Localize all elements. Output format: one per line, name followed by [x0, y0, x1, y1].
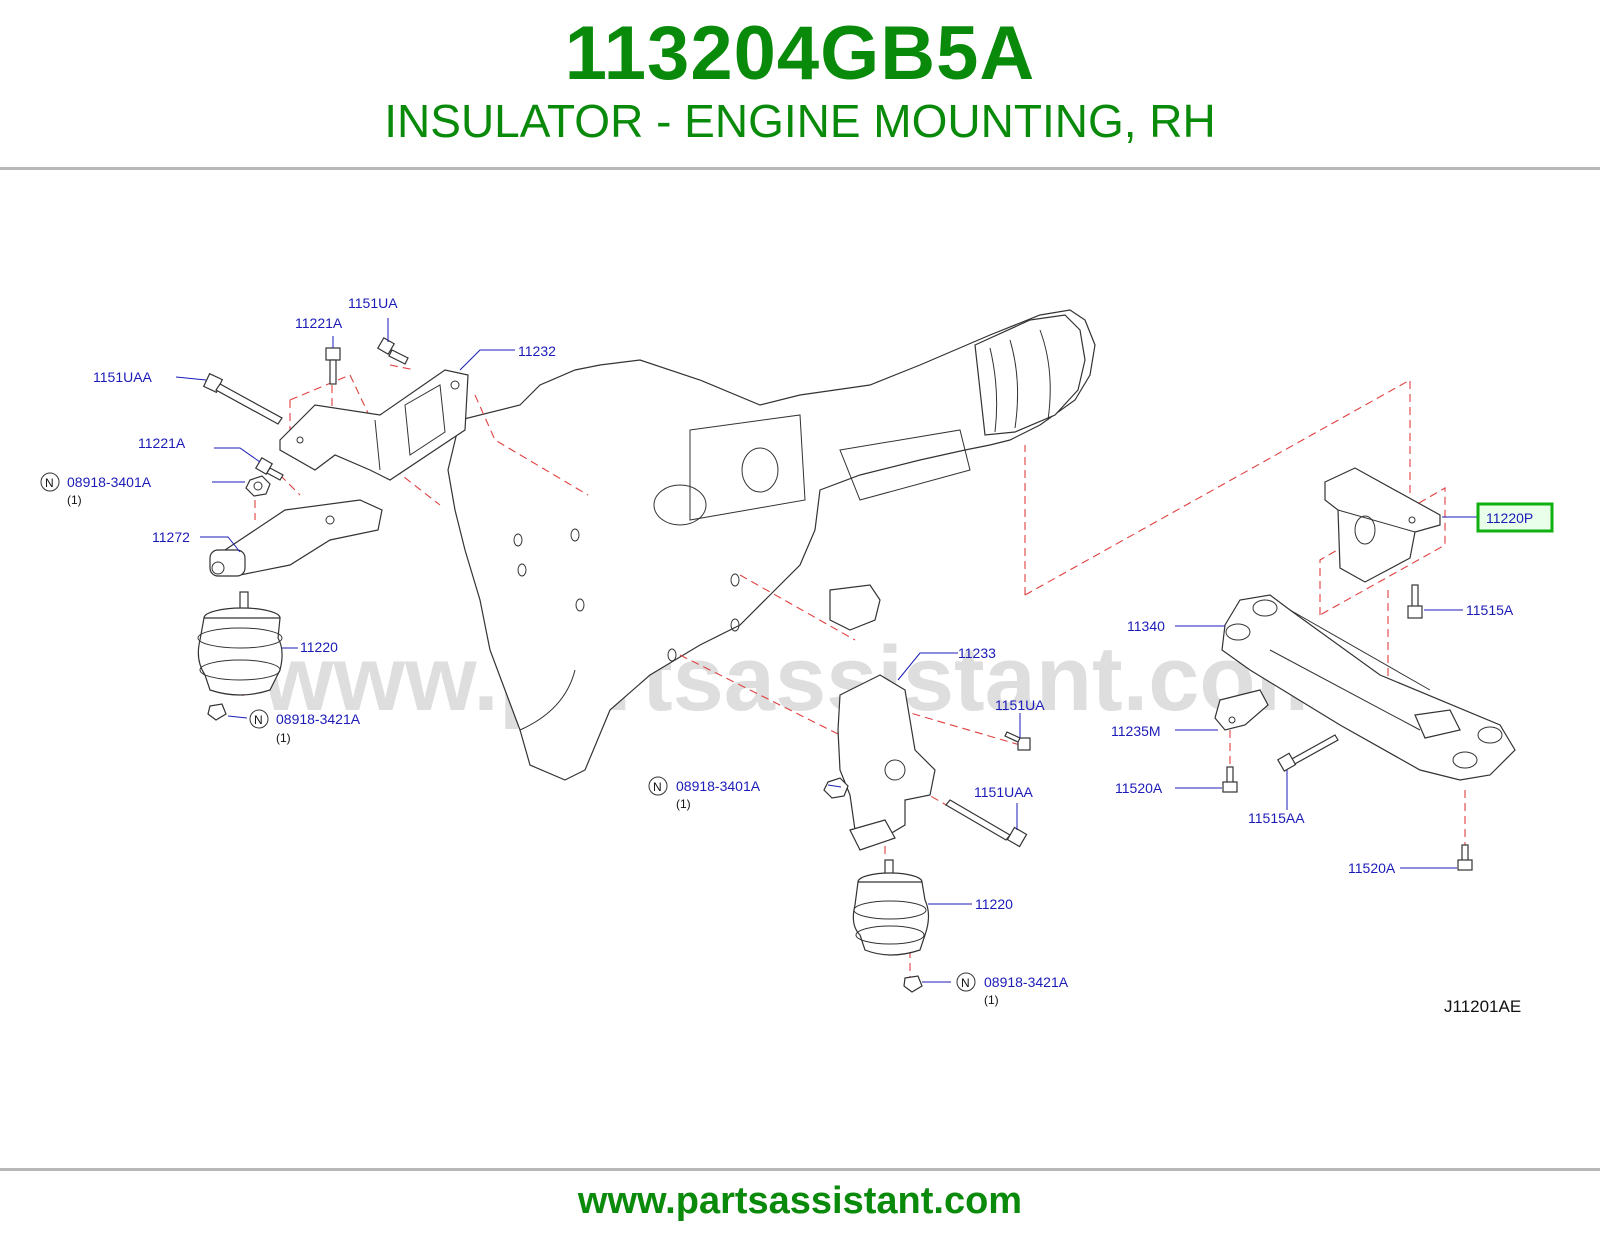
- bracket-11272: [209, 499, 383, 577]
- callout-1151ua-right[interactable]: 1151UA: [995, 697, 1045, 713]
- svg-text:N: N: [254, 713, 263, 727]
- highlighted-part-box[interactable]: [1476, 502, 1554, 533]
- callout-11340[interactable]: 11340: [1127, 618, 1165, 634]
- bolt-11515aa: [1276, 734, 1339, 772]
- nut-08918-3401a-left: [245, 475, 271, 497]
- qty-center-mid: (1): [676, 797, 691, 811]
- n-badge-center-bottom: N: [956, 972, 976, 992]
- callout-11272[interactable]: 11272: [152, 529, 190, 545]
- callout-11520a-mid[interactable]: 11520A: [1115, 780, 1163, 796]
- callout-11221a-top[interactable]: 11221A: [295, 315, 343, 331]
- bolt-1151ua-top: [376, 336, 409, 365]
- callout-1151uaa-left[interactable]: 1151UAA: [93, 369, 153, 385]
- callout-08918-3421a-left[interactable]: 08918-3421A: [276, 711, 361, 727]
- callout-08918-3401a-center[interactable]: 08918-3401A: [676, 778, 761, 794]
- bolt-11520a-mid: [1222, 766, 1238, 793]
- page-header: 113204GB5A INSULATOR - ENGINE MOUNTING, …: [0, 0, 1600, 168]
- callout-11515a[interactable]: 11515A: [1466, 602, 1514, 618]
- part-number-title: 113204GB5A: [564, 11, 1036, 96]
- callout-11232[interactable]: 11232: [518, 343, 556, 359]
- callout-1151uaa-right[interactable]: 1151UAA: [974, 784, 1034, 800]
- top-divider: [0, 167, 1600, 170]
- callout-11233[interactable]: 11233: [958, 645, 996, 661]
- callout-labels: 1151UA 11221A 11232 1151UAA 11221A N 089…: [40, 295, 1554, 1016]
- bolt-11221a-top: [325, 347, 341, 385]
- qty-center-bottom: (1): [984, 993, 999, 1007]
- n-badge-left-bottom: N: [249, 709, 269, 729]
- bolt-1151ua-right: [1004, 731, 1031, 751]
- crossmember-11340: [1221, 594, 1516, 781]
- qty-left-bottom: (1): [276, 731, 291, 745]
- bolt-1151uaa-left: [202, 372, 283, 425]
- bolt-11515a: [1407, 584, 1423, 619]
- engine-transmission-assembly: [447, 309, 1096, 781]
- n-badge-center-mid: N: [648, 776, 668, 796]
- bracket-11235m: [1214, 689, 1269, 731]
- insulator-11220p: [1324, 467, 1441, 583]
- diagram-watermark: www.partsassistant.com: [261, 628, 1337, 730]
- n-badge-left-top: N: [40, 472, 60, 492]
- callout-11220-center[interactable]: 11220: [975, 896, 1013, 912]
- callout-11235m[interactable]: 11235M: [1111, 723, 1161, 739]
- bracket-11233: [837, 674, 936, 851]
- callout-11515aa[interactable]: 11515AA: [1248, 810, 1305, 826]
- svg-text:N: N: [653, 780, 662, 794]
- part-description: INSULATOR - ENGINE MOUNTING, RH: [384, 95, 1216, 147]
- footer-url[interactable]: www.partsassistant.com: [577, 1180, 1023, 1222]
- callout-08918-3401a-left[interactable]: 08918-3401A: [67, 474, 152, 490]
- callout-11220-left[interactable]: 11220: [300, 639, 338, 655]
- callout-11220p[interactable]: 11220P: [1486, 510, 1533, 526]
- callout-08918-3421a-center[interactable]: 08918-3421A: [984, 974, 1069, 990]
- bolt-1151uaa-right: [945, 799, 1028, 848]
- insulator-11220-left: [197, 591, 283, 721]
- bottom-divider: [0, 1168, 1600, 1171]
- callout-leader-lines: [175, 318, 1478, 983]
- qty-left-top: (1): [67, 493, 82, 507]
- svg-text:N: N: [45, 476, 54, 490]
- callout-11221a-mid[interactable]: 11221A: [138, 435, 186, 451]
- diagram-code: J11201AE: [1444, 997, 1521, 1016]
- callout-11520a-bottom[interactable]: 11520A: [1348, 860, 1396, 876]
- svg-text:N: N: [961, 976, 970, 990]
- bolt-11520a-bottom: [1457, 844, 1473, 871]
- insulator-11220-center: [852, 859, 930, 993]
- parts-diagram: www.partsassistant.com: [40, 295, 1554, 1016]
- callout-1151ua-top[interactable]: 1151UA: [348, 295, 398, 311]
- bracket-11232: [279, 369, 469, 481]
- nut-08918-3401a-center: [823, 777, 849, 799]
